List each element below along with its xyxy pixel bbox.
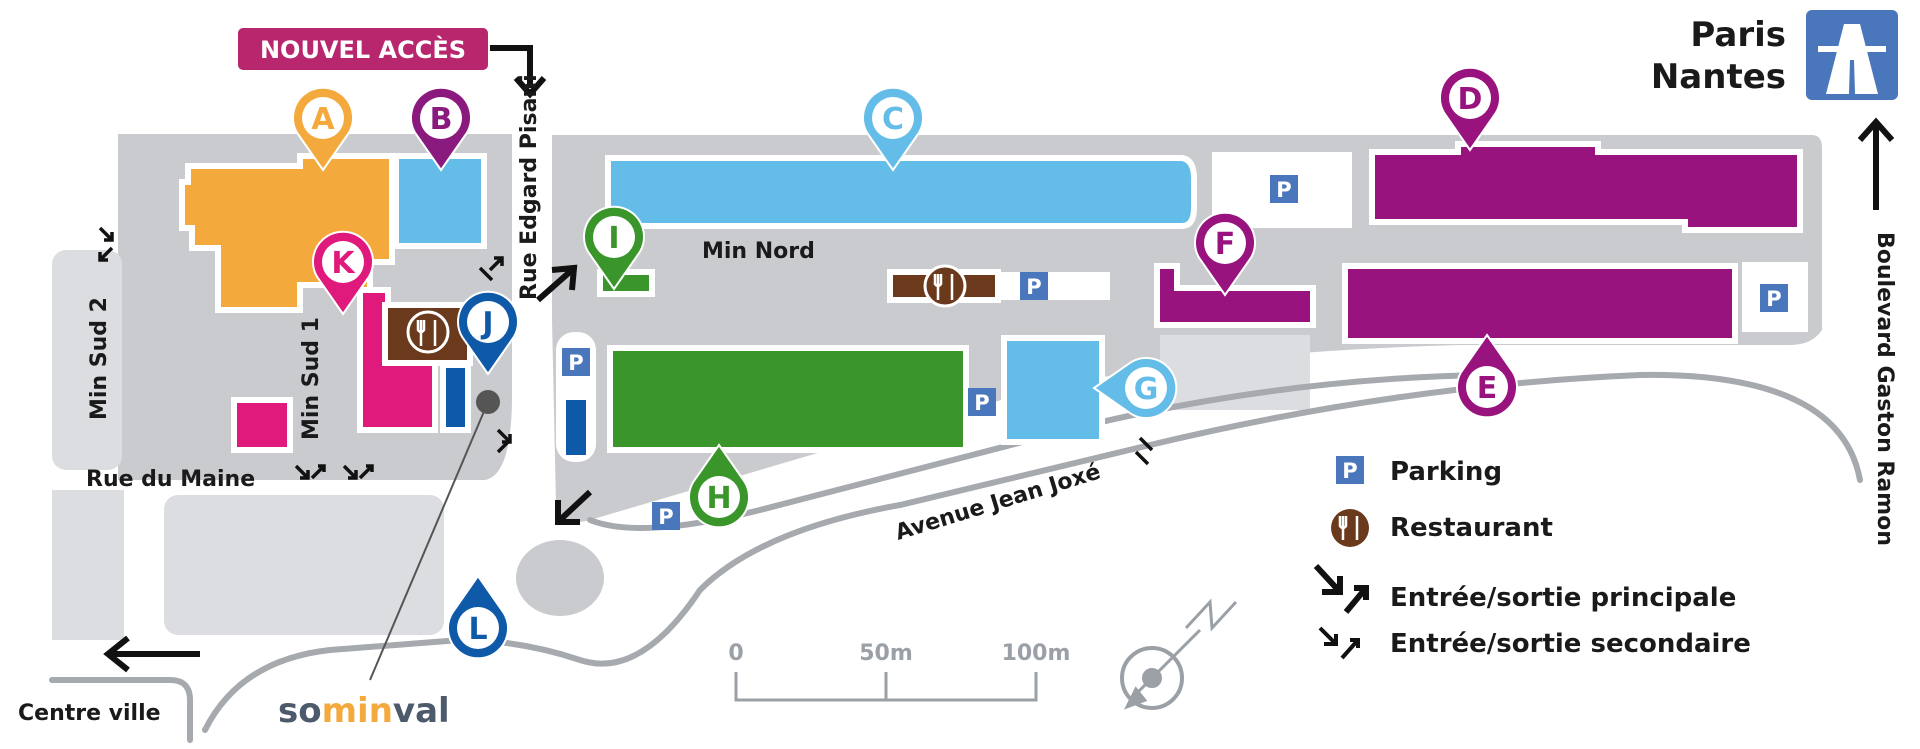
svg-text:P: P [974, 391, 989, 415]
building-g [1001, 335, 1105, 445]
svg-text:sominval: sominval [278, 691, 450, 731]
pin-c: C [862, 86, 924, 172]
divider-white [512, 130, 552, 490]
parking-lot-center [1000, 272, 1110, 300]
street-label-centre-ville: Centre ville [18, 701, 161, 726]
building-j-strip [440, 362, 471, 433]
centre-ville-arrow [103, 635, 200, 673]
main-entry-arrow-i [536, 264, 578, 303]
pin-letter-f: F [1215, 227, 1236, 262]
pin-letter-a: A [311, 102, 335, 137]
pin-letter-e: E [1477, 371, 1498, 406]
destination-line1: Paris [1690, 15, 1786, 55]
pins: A B C D E F G H I J K L [292, 66, 1518, 660]
pin-a: A [292, 86, 354, 172]
scale-label-50m: 50m [859, 641, 913, 666]
legend: P Parking Restaurant Entrée/sortie princ… [1313, 456, 1751, 660]
parking-icon-south: P [652, 502, 680, 530]
building-h [607, 345, 969, 453]
street-label-boulevard-gaston-ramon: Boulevard Gaston Ramon [1872, 232, 1897, 546]
legend-restaurant: Restaurant [1331, 509, 1553, 547]
pin-h: H [688, 443, 750, 529]
restaurant-icon-west [406, 310, 450, 354]
legend-secondary-entry: Entrée/sortie secondaire [1318, 626, 1751, 660]
logo-part-val: val [393, 691, 450, 731]
svg-text:P: P [658, 505, 673, 529]
parking-icon-center: P [1020, 272, 1048, 300]
new-access-label: NOUVEL ACCÈS [260, 35, 466, 64]
parking-icons: P P P P P P [562, 175, 1788, 530]
building-k-small [231, 397, 293, 453]
entry-arrows [103, 117, 1895, 673]
new-access-arrow [490, 45, 533, 88]
parking-west-blue-strip [566, 400, 586, 455]
parking-icon-east: P [1760, 284, 1788, 312]
logo-part-so: so [278, 691, 322, 731]
pin-i: I [583, 205, 645, 291]
sominval-logo: sominval [278, 390, 500, 731]
svg-text:P: P [1026, 275, 1041, 299]
pin-letter-c: C [882, 102, 904, 137]
pin-letter-b: B [430, 102, 453, 137]
pin-letter-h: H [706, 481, 731, 516]
street-label-rue-du-maine: Rue du Maine [86, 467, 255, 492]
pin-j: J [457, 290, 519, 376]
paris-nantes-arrow [1857, 117, 1895, 210]
legend-main-entry-label: Entrée/sortie principale [1390, 583, 1736, 613]
secondary-entry-markers [98, 226, 1154, 480]
building-e [1342, 263, 1738, 344]
south-west-block [52, 490, 124, 640]
pin-e: E [1456, 333, 1518, 419]
compass-icon [1120, 598, 1238, 710]
pin-g: G [1092, 357, 1178, 419]
pin-b: B [410, 86, 472, 172]
legend-restaurant-label: Restaurant [1390, 513, 1553, 543]
pin-letter-g: G [1134, 372, 1159, 407]
pin-l: L [447, 574, 509, 660]
building-f [1154, 263, 1316, 328]
street-label-avenue-jean-joxe: Avenue Jean Joxé [892, 460, 1103, 546]
logo-part-min: min [322, 691, 393, 731]
pin-letter-l: L [468, 612, 487, 647]
pin-letter-d: D [1458, 82, 1483, 117]
roundabout-island [516, 540, 604, 616]
south-middle-block [164, 495, 444, 635]
scale-label-0: 0 [728, 641, 743, 666]
main-exit-arrow-south [555, 489, 593, 525]
new-access-banner: NOUVEL ACCÈS [238, 28, 547, 99]
street-label-min-sud-1: Min Sud 1 [299, 317, 324, 440]
parking-icon-h: P [968, 388, 996, 416]
buildings [179, 141, 1808, 462]
pin-letter-i: I [608, 221, 619, 256]
svg-text:P: P [568, 351, 583, 375]
pin-f: F [1194, 211, 1256, 297]
building-d [1369, 141, 1803, 233]
street-label-min-nord: Min Nord [702, 239, 815, 264]
destination-line2: Nantes [1651, 57, 1786, 97]
destination-paris-nantes: Paris Nantes [1651, 10, 1898, 100]
scale-bar: 0 50m 100m [728, 641, 1071, 702]
motorway-icon [1806, 10, 1898, 100]
pin-letter-k: K [331, 246, 356, 281]
parking-icon-west-lot: P [562, 348, 590, 376]
pin-k: K [312, 230, 374, 316]
street-label-rue-edgard-pisani: Rue Edgard Pisani [517, 74, 542, 300]
pin-d: D [1439, 66, 1501, 152]
parking-icon-north: P [1270, 175, 1298, 203]
scale-label-100m: 100m [1002, 641, 1071, 666]
building-c [605, 155, 1197, 229]
min-sud-2-strip [52, 250, 122, 470]
street-label-min-sud-2: Min Sud 2 [87, 297, 112, 420]
restaurant-icon-center [923, 264, 967, 308]
legend-parking-label: Parking [1390, 457, 1502, 487]
legend-secondary-entry-label: Entrée/sortie secondaire [1390, 629, 1751, 659]
legend-main-entry: Entrée/sortie principale [1313, 563, 1736, 614]
legend-parking: P Parking [1336, 456, 1502, 487]
svg-text:P: P [1766, 287, 1781, 311]
svg-text:P: P [1342, 459, 1357, 483]
pin-letter-j: J [480, 306, 493, 341]
centre-ville-road [49, 677, 193, 743]
svg-text:P: P [1276, 178, 1291, 202]
